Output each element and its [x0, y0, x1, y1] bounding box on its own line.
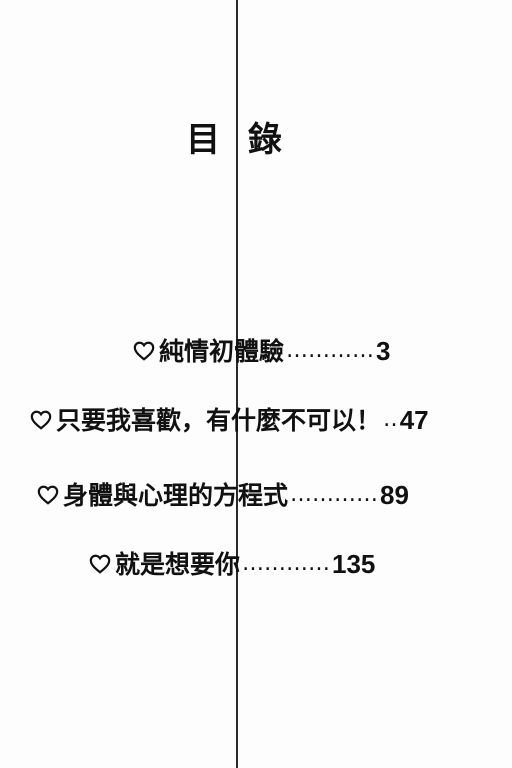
entry-title: 只要我喜歡，有什麼不可以！ [56, 405, 382, 435]
entry-title: 純情初體驗 [159, 336, 285, 366]
entry-title: 就是想要你 [115, 549, 241, 579]
toc-entry: 純情初體驗 ………… 3 [133, 338, 390, 364]
heart-outline-icon [37, 484, 59, 506]
toc-entry: 身體與心理的方程式 ………… 89 [37, 482, 409, 508]
toc-entry: 就是想要你 ………… 135 [89, 551, 375, 577]
toc-entry: 只要我喜歡，有什麼不可以！ ‥ 47 [30, 407, 429, 433]
heart-outline-icon [89, 553, 111, 575]
entry-page-number: 135 [332, 549, 376, 579]
heart-outline-icon [133, 340, 155, 362]
entry-page-number: 89 [380, 480, 409, 510]
page-title-text: 目 錄 [186, 120, 290, 160]
page-title: 目 錄 [0, 112, 512, 161]
entry-page-number: 3 [376, 336, 391, 366]
dot-leader: ………… [242, 551, 331, 576]
dot-leader: ‥ [383, 407, 398, 432]
page-gutter-line [236, 0, 238, 768]
dot-leader: ………… [290, 482, 379, 507]
heart-outline-icon [30, 409, 52, 431]
dot-leader: ………… [286, 338, 375, 363]
entry-page-number: 47 [399, 405, 429, 435]
entry-title: 身體與心理的方程式 [63, 480, 289, 510]
